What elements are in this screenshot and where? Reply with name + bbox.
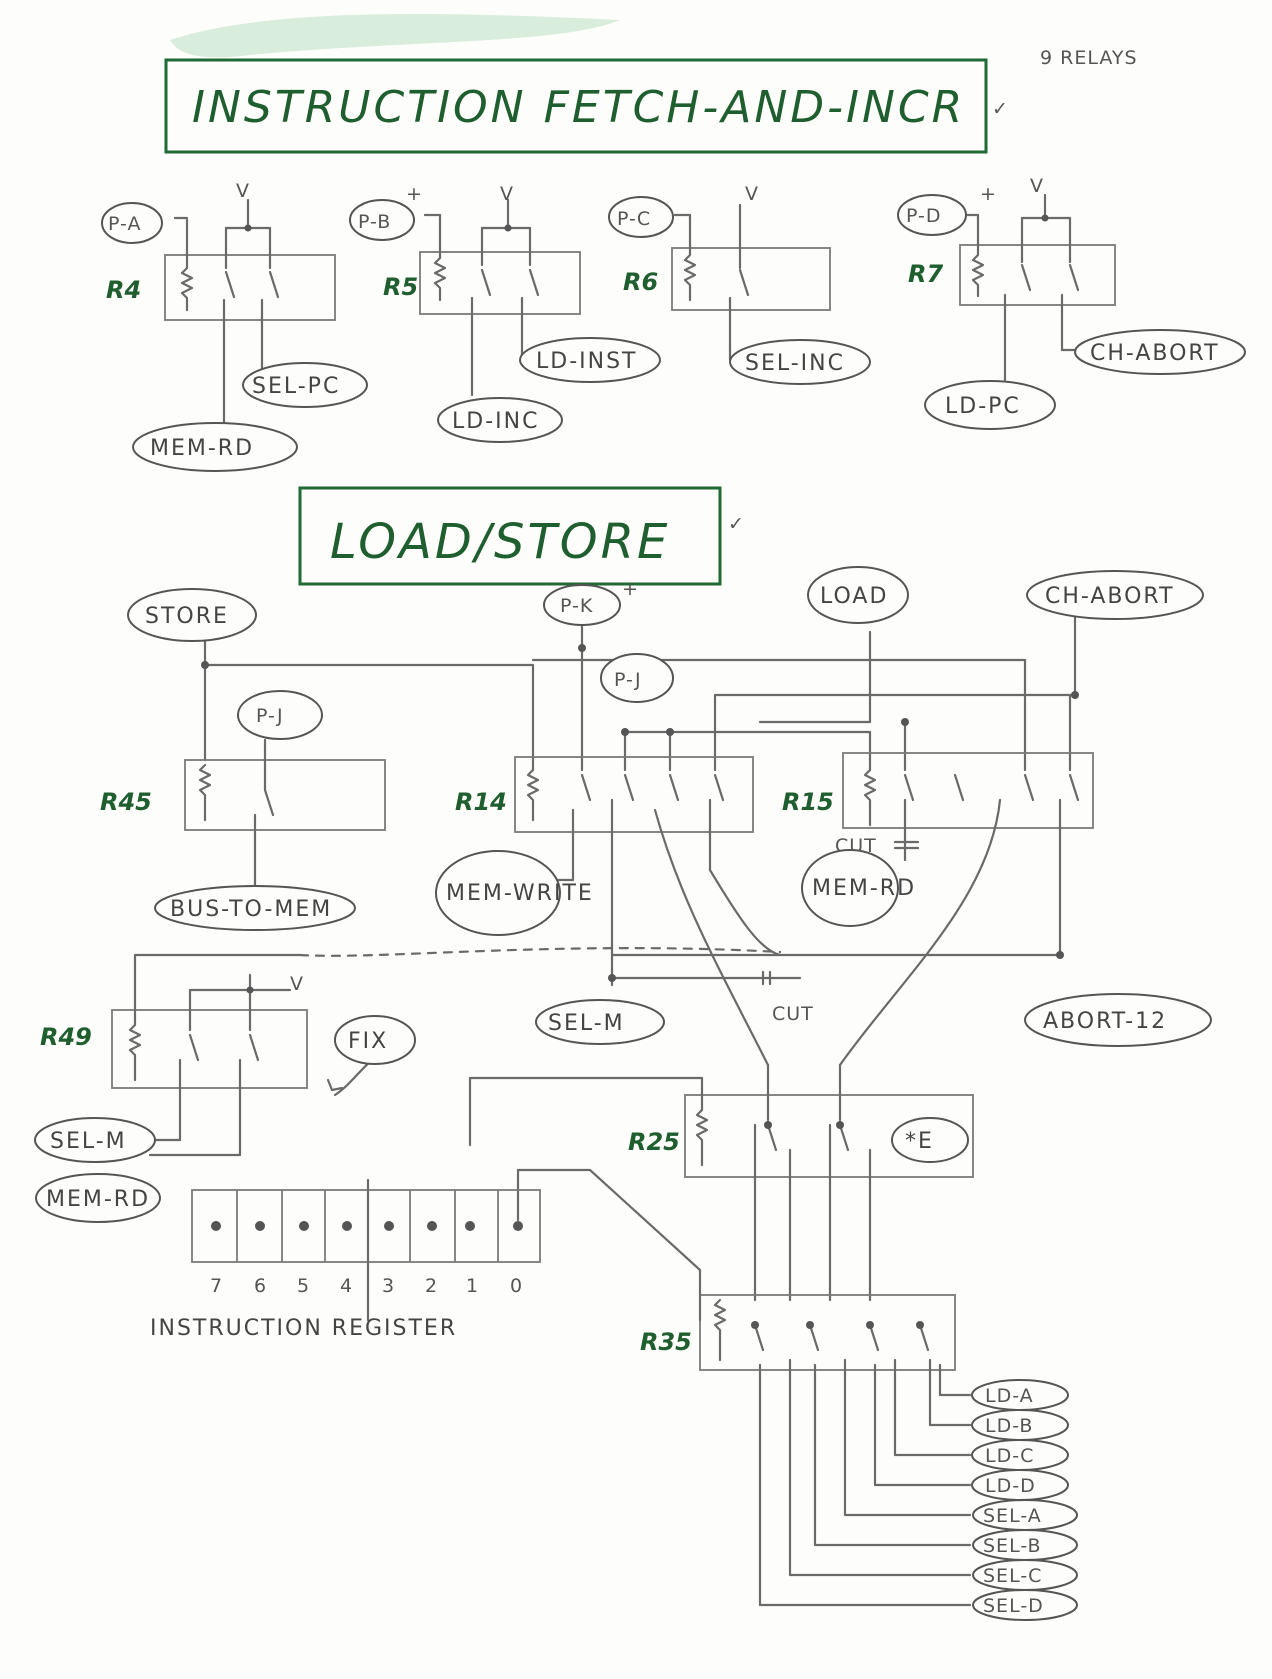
loadstore-title-box: [298, 486, 722, 586]
r35-out-ld-a: LD-A: [985, 1385, 1034, 1407]
r5-coil-input: P-B: [358, 211, 391, 233]
bit-7: 7: [210, 1275, 223, 1297]
r35-out-sel-c: SEL-C: [983, 1565, 1042, 1587]
r35-out-ld-d: LD-D: [985, 1475, 1036, 1497]
r4-output-sel-pc: SEL-PC: [252, 374, 340, 399]
relay-count-note: 9 RELAYS: [1040, 47, 1138, 69]
relay-label-r6: R6: [623, 268, 658, 296]
relay-r5: R5 P-B + V LD-INC LD-INST: [349, 183, 661, 443]
fetch-check: ✓: [992, 98, 1009, 120]
r6-supply: V: [745, 183, 759, 205]
loadstore-check: ✓: [728, 513, 745, 535]
r5-plus-mark: +: [406, 183, 423, 205]
r35-output-labels: LD-A LD-B LD-C LD-D SEL-A SEL-B SEL-C SE…: [971, 1379, 1078, 1621]
fetch-title: INSTRUCTION FETCH-AND-INCR: [192, 82, 965, 133]
r4-supply: V: [236, 180, 250, 202]
relay-label-r4: R4: [106, 276, 141, 304]
r35-out-sel-a: SEL-A: [983, 1505, 1042, 1527]
r5-output-ld-inst: LD-INST: [536, 349, 637, 374]
relay-label-r14: R14: [455, 788, 507, 816]
output-sel-m: SEL-M: [548, 1011, 625, 1036]
r5-output-ld-inc: LD-INC: [452, 409, 539, 434]
fix-note: FIX: [348, 1029, 388, 1054]
bit-1: 1: [466, 1275, 479, 1297]
relay-r4: R4 P-A V MEM-RD SEL-PC: [101, 180, 368, 472]
input-ch-abort: CH-ABORT: [1045, 584, 1175, 609]
output-abort-12: ABORT-12: [1043, 1009, 1167, 1034]
register-caption: INSTRUCTION REGISTER: [150, 1316, 457, 1341]
loadstore-title: LOAD/STORE: [330, 514, 670, 570]
input-p-j: P-J: [614, 669, 642, 691]
cut-label-2: CUT: [772, 1003, 814, 1025]
r7-plus-mark: +: [980, 183, 997, 205]
relay-label-r35: R35: [640, 1328, 692, 1356]
r35-out-sel-d: SEL-D: [983, 1595, 1044, 1617]
input-load: LOAD: [820, 584, 888, 609]
bit-6: 6: [254, 1275, 267, 1297]
instruction-register: 7 6 5 4 3 2 1 0 INSTRUCTION REGISTER: [150, 1178, 541, 1341]
r49-output-sel-m: SEL-M: [50, 1129, 127, 1154]
bit-2: 2: [425, 1275, 438, 1297]
input-store: STORE: [145, 604, 229, 629]
relay-label-r25: R25: [628, 1128, 680, 1156]
r45-coil-p-j: P-J: [256, 705, 284, 727]
r4-output-mem-rd: MEM-RD: [150, 436, 254, 461]
p-k-plus-mark: +: [622, 578, 639, 600]
r25-note: *E: [905, 1129, 934, 1154]
relay-label-r7: R7: [908, 260, 943, 288]
r49-supply: V: [290, 973, 304, 995]
output-mem-rd: MEM-RD: [812, 876, 916, 901]
loadstore-wiring: R45 R14 R15 CUT CUT R49 V: [40, 613, 1094, 1607]
bit-4: 4: [340, 1275, 353, 1297]
relay-r7: R7 P-D + V LD-PC CH-ABORT: [897, 175, 1246, 430]
r5-supply: V: [500, 183, 514, 205]
relay-label-r45: R45: [100, 788, 152, 816]
bit-0: 0: [510, 1275, 523, 1297]
r35-out-sel-b: SEL-B: [983, 1535, 1042, 1557]
r7-output-ld-pc: LD-PC: [945, 394, 1021, 419]
relay-label-r5: R5: [383, 273, 418, 301]
bit-5: 5: [297, 1275, 310, 1297]
relay-r6: R6 P-C V SEL-INC: [608, 183, 871, 385]
output-mem-write: MEM-WRITE: [446, 881, 594, 906]
relay-label-r49: R49: [40, 1023, 92, 1051]
r6-coil-input: P-C: [617, 208, 651, 230]
relay-label-r15: R15: [782, 788, 834, 816]
output-bus-to-mem: BUS-TO-MEM: [170, 897, 332, 922]
r6-output-sel-inc: SEL-INC: [745, 351, 845, 376]
r35-out-ld-b: LD-B: [985, 1415, 1033, 1437]
r7-coil-input: P-D: [906, 205, 942, 227]
r7-supply: V: [1030, 175, 1044, 197]
fetch-title-box: [164, 58, 988, 154]
r49-output-mem-rd: MEM-RD: [46, 1187, 150, 1212]
loadstore-labels: STORE P-K + P-J LOAD CH-ABORT P-J BUS-TO…: [34, 566, 1212, 1223]
r4-coil-input: P-A: [108, 213, 141, 235]
r35-out-ld-c: LD-C: [985, 1445, 1034, 1467]
r7-output-ch-abort: CH-ABORT: [1090, 341, 1220, 366]
ink-smudge: [170, 14, 620, 58]
bit-3: 3: [382, 1275, 395, 1297]
input-p-k: P-K: [560, 595, 593, 617]
